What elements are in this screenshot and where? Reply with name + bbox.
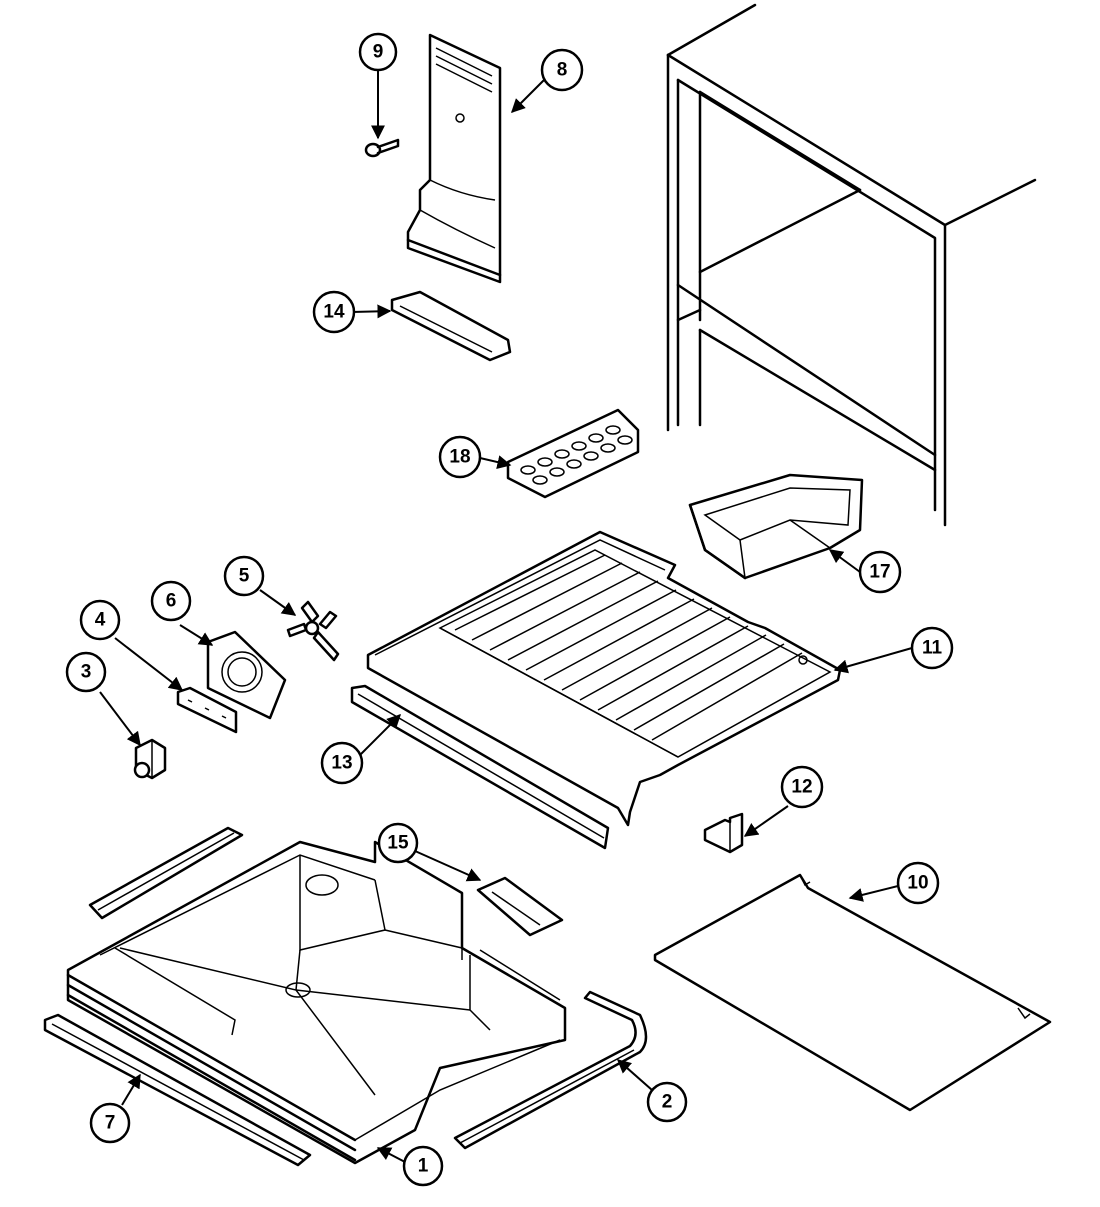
callout-12: 12 [780,765,824,809]
screw-part-9 [364,138,400,158]
callout-5-label: 5 [239,566,250,587]
callout-11-label: 11 [922,638,943,659]
callout-17-label: 17 [869,562,890,583]
clip-part-12 [703,812,744,854]
bin-part-17 [688,473,864,580]
callout-8: 8 [540,48,584,92]
gasket-part-14 [390,290,512,362]
callout-18: 18 [438,435,482,479]
callout-3-label: 3 [81,662,92,683]
callout-1-label: 1 [418,1156,429,1177]
callout-14: 14 [312,290,356,334]
fan-motor-part-3 [133,738,167,780]
callout-2: 2 [646,1081,688,1123]
callout-2-label: 2 [662,1092,673,1113]
callout-9: 9 [358,32,398,72]
callout-14-label: 14 [323,302,345,323]
callout-10-label: 10 [907,873,928,894]
duct-cover-part-8 [406,33,502,284]
callout-6: 6 [150,580,192,622]
callout-15: 15 [377,822,419,864]
shelf-part-11 [366,530,842,827]
callout-9-label: 9 [373,42,384,63]
rail-left-upper [88,826,244,920]
bracket-part-4 [176,686,238,734]
leader-lines [99,70,913,1163]
callout-4: 4 [79,599,121,641]
base-pan-part-1 [66,840,567,1165]
callout-15-label: 15 [387,833,409,854]
callout-1: 1 [402,1145,444,1187]
rail-part-2 [453,990,648,1150]
callout-18-label: 18 [449,447,470,468]
callout-11: 11 [910,626,954,670]
callout-5: 5 [223,555,265,597]
callout-7-label: 7 [105,1113,116,1134]
callout-12-label: 12 [791,777,812,798]
callout-7: 7 [89,1102,131,1144]
fan-shroud-part-6 [206,630,287,720]
rail-part-7 [43,1013,312,1167]
callout-8-label: 8 [557,60,568,81]
cover-panel-part-10 [653,873,1052,1112]
callout-4-label: 4 [95,610,106,631]
callout-13: 13 [320,741,364,785]
callout-3: 3 [65,651,107,693]
callout-13-label: 13 [331,753,352,774]
pad-part-15 [476,876,564,937]
fan-blade-part-5 [286,600,340,662]
callout-6-label: 6 [166,591,177,612]
callout-10: 10 [896,861,940,905]
cabinet-frame [666,3,1037,527]
callout-17: 17 [858,550,902,594]
ice-tray-part-18 [506,408,640,499]
